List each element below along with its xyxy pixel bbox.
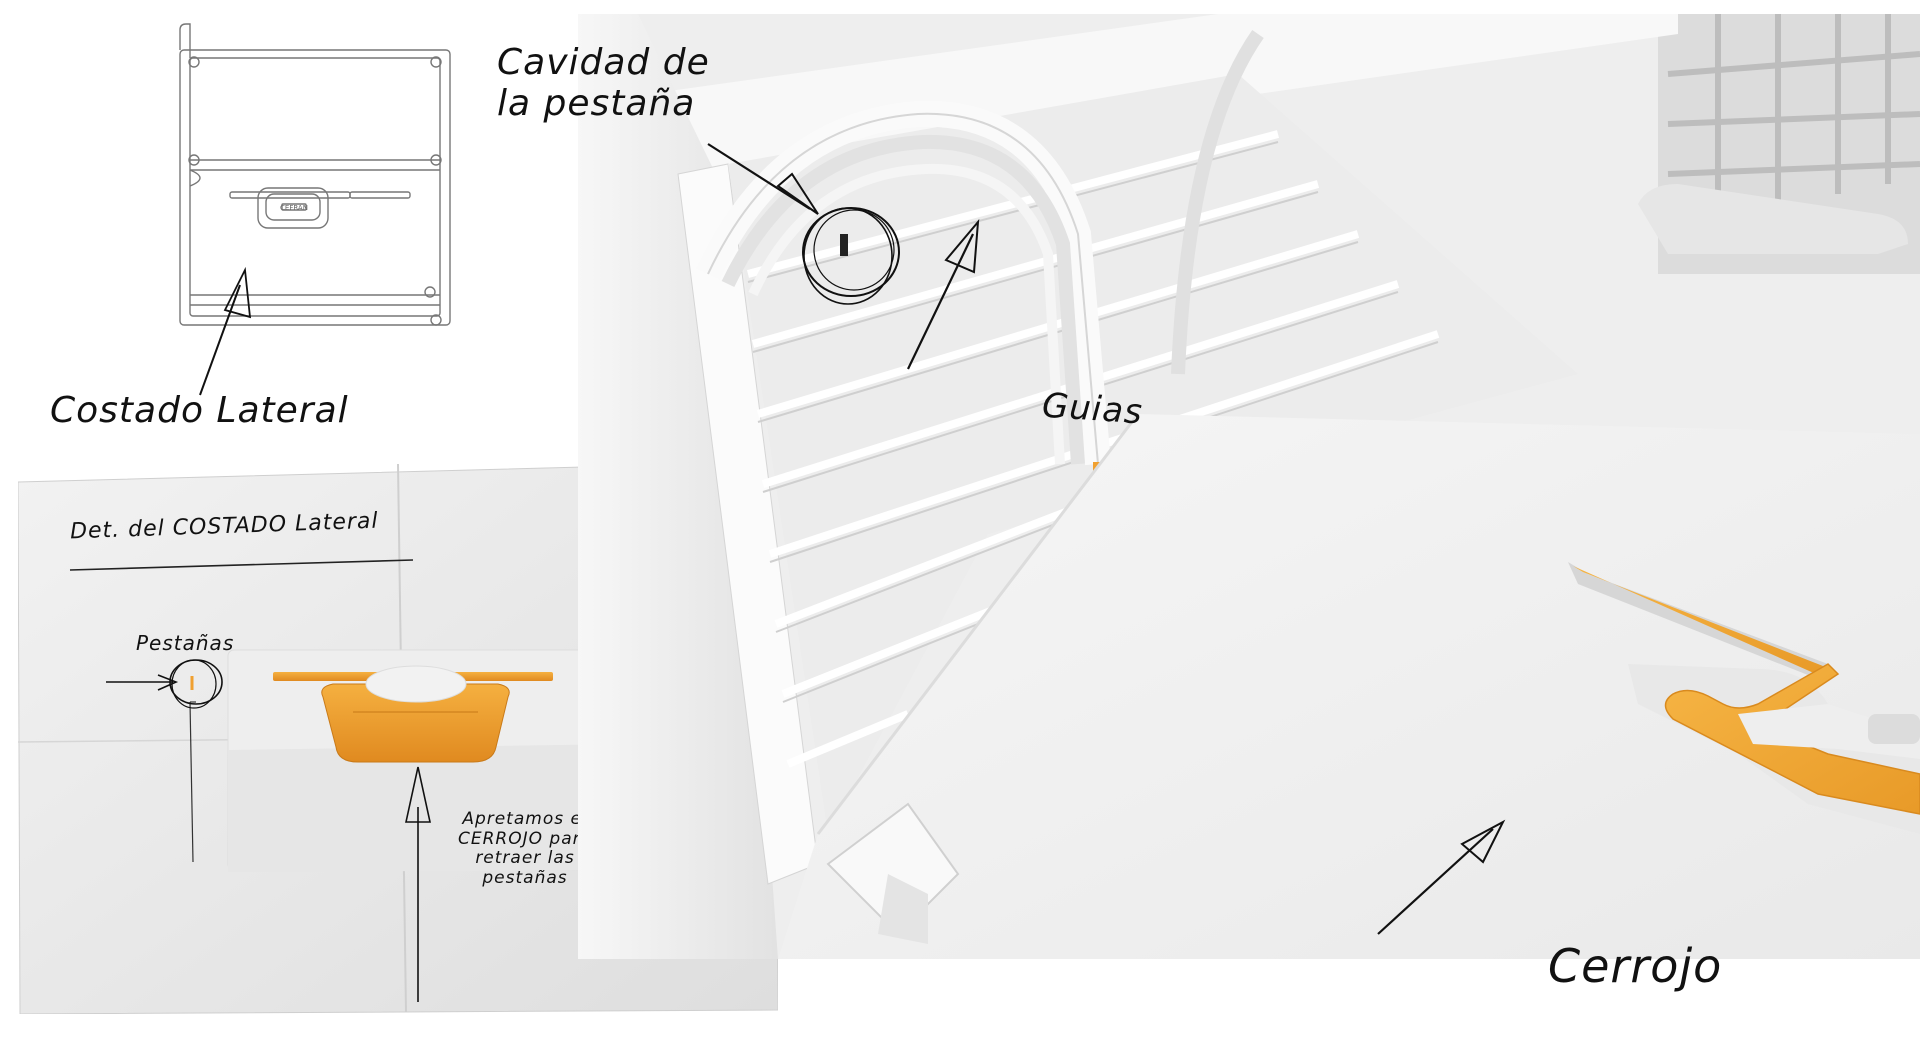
apretamos-line-2: CERROJO para	[457, 828, 593, 849]
cavidad-line-2: la pestaña	[497, 83, 696, 125]
costado-lateral-label: Costado Lateral	[50, 390, 349, 431]
apretamos-line-4: pestañas	[482, 867, 568, 888]
sketch-drawing: CEFRAN	[179, 23, 451, 326]
apretamos-note: Apretamos el CERROJO para retraer las pe…	[450, 809, 600, 888]
cavidad-label: Cavidad de la pestaña	[497, 42, 710, 125]
apretamos-line-3: retraer las	[475, 848, 575, 869]
side-panel-sketch: CEFRAN	[150, 20, 470, 350]
guias-label: Guias	[1040, 385, 1145, 433]
cerrojo-label: Cerrojo	[1548, 939, 1723, 993]
render-drawing	[578, 14, 1920, 959]
sketch-brand-text: CEFRAN	[280, 204, 308, 212]
costado-arrow	[199, 266, 252, 396]
cavidad-line-1: Cavidad de	[497, 42, 710, 83]
pestanas-label: Pestañas	[136, 631, 235, 655]
render-view	[578, 14, 1920, 959]
apretamos-line-1: Apretamos el	[462, 809, 588, 829]
